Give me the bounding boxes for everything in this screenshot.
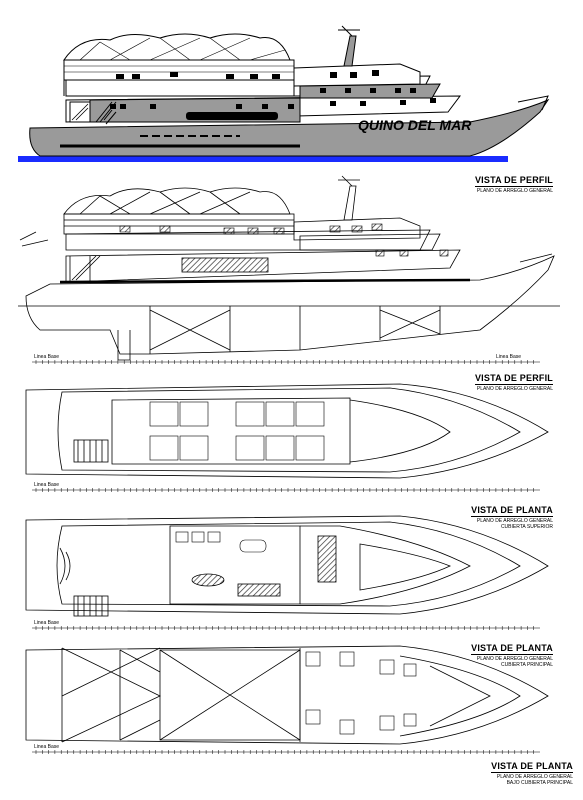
baseline-label: Linea Base [496,354,522,360]
plan-main-deck [25,515,549,617]
caption-subtitle: PLANO DE ARREGLO GENERAL [476,518,553,524]
caption-plan-main: VISTA DE PLANTA PLANO DE ARREGLO GENERAL… [471,638,553,668]
caption-title: VISTA DE PERFIL [474,175,553,187]
caption-title: VISTA DE PERFIL [474,373,553,385]
baseline-label: Linea Base [34,744,60,750]
caption-title: VISTA DE PLANTA [491,761,573,773]
caption-profile-top: VISTA DE PERFIL PLANO DE ARREGLO GENERAL [474,170,553,194]
plan-upper-deck [25,383,549,479]
base-rulers [32,361,540,753]
baseline-label: Linea Base [34,620,60,626]
caption-subtitle-2: CUBIERTA SUPERIOR [500,524,553,530]
waterline [18,156,508,162]
hull [29,98,550,157]
plan-below-deck [25,645,549,745]
caption-subtitle-2: CUBIERTA PRINCIPAL [501,662,553,668]
caption-plan-below: VISTA DE PLANTA PLANO DE ARREGLO GENERAL… [491,756,573,786]
boat-name-label: QUINO DEL MAR [358,117,472,133]
caption-title: VISTA DE PLANTA [471,643,553,655]
colored-profile-render: QUINO DEL MAR [18,25,550,162]
caption-subtitle: PLANO DE ARREGLO GENERAL [476,656,553,662]
line-profile-drawing [18,175,560,361]
baseline-label: Linea Base [34,354,60,360]
caption-subtitle: PLANO DE ARREGLO GENERAL [476,188,553,194]
caption-subtitle: PLANO DE ARREGLO GENERAL [476,386,553,392]
caption-profile-line: VISTA DE PERFIL PLANO DE ARREGLO GENERAL [474,368,553,392]
caption-subtitle: PLANO DE ARREGLO GENERAL [496,774,573,780]
caption-plan-upper: VISTA DE PLANTA PLANO DE ARREGLO GENERAL… [471,500,553,530]
cabin-blocks [149,401,417,735]
baseline-label: Linea Base [34,482,60,488]
caption-subtitle-2: BAJO CUBIERTA PRINCIPAL [506,780,573,786]
caption-title: VISTA DE PLANTA [471,505,553,517]
